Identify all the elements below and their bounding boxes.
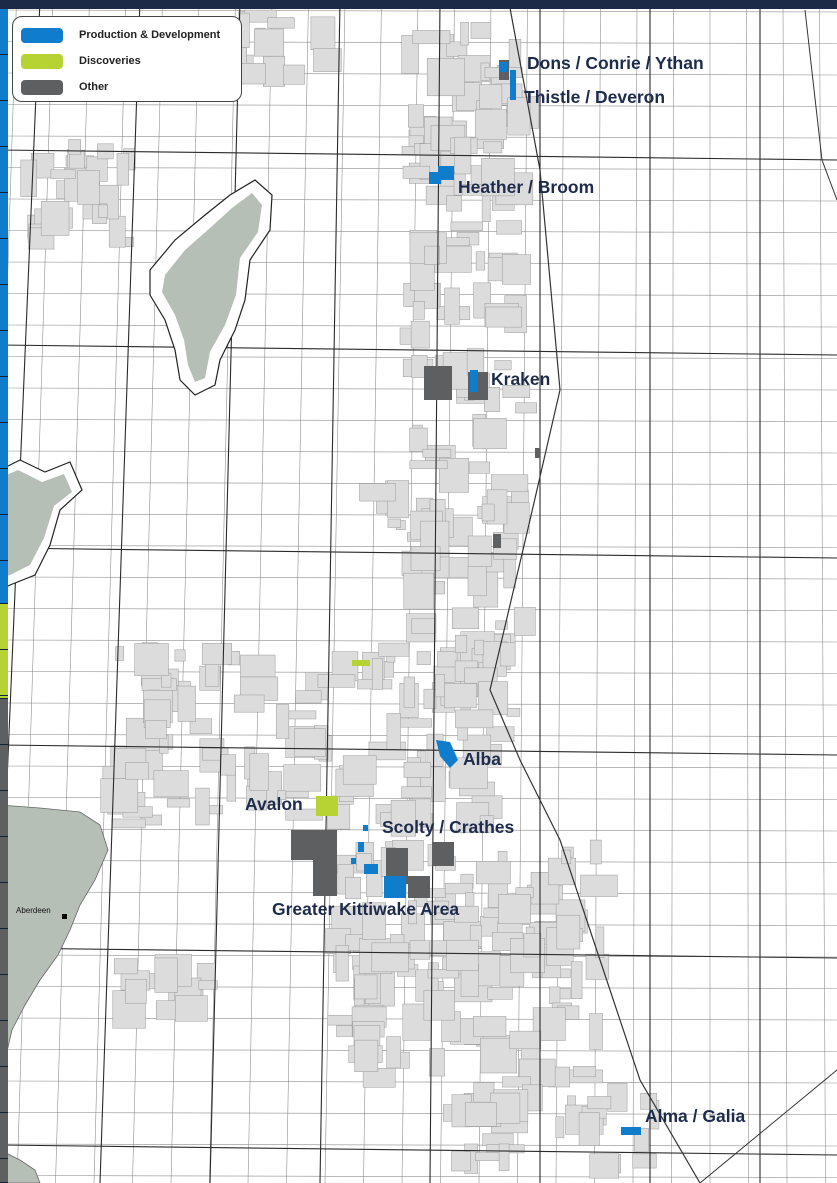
frame-segment	[0, 423, 8, 469]
scotland-mainland	[0, 804, 109, 1081]
east-boundary-line	[804, 9, 837, 201]
frame-segment	[0, 147, 8, 193]
legend-swatch-production	[21, 27, 63, 43]
legend-swatch-discoveries	[21, 53, 63, 69]
frame-segment	[0, 604, 8, 650]
legend-label-production: Production & Development	[79, 29, 221, 41]
frame-segment	[0, 193, 8, 239]
label-alba[interactable]: Alba	[463, 749, 501, 769]
frame-segment	[0, 929, 8, 975]
frame-segment	[0, 331, 8, 377]
scotland-mainland-south	[0, 1149, 41, 1183]
frame-segment	[0, 650, 8, 696]
orkney-islands	[0, 459, 83, 591]
frame-segment	[0, 55, 8, 101]
legend-item-production: Production & Development	[21, 26, 220, 44]
frame-segment	[0, 1159, 8, 1183]
frame-segment	[0, 975, 8, 1021]
frame-segment	[0, 239, 8, 285]
frame-segment	[0, 699, 8, 745]
aberdeen-marker	[62, 914, 67, 919]
production-blocks	[351, 62, 641, 1135]
label-greater-kittiwake-area[interactable]: Greater Kittiwake Area	[272, 899, 460, 919]
frame-segment	[0, 377, 8, 423]
frame-segment	[0, 561, 8, 604]
label-thistle-deveron[interactable]: Thistle / Deveron	[524, 87, 666, 107]
label-dons-conrie-ythan[interactable]: Dons / Conrie / Ythan	[527, 53, 704, 73]
left-frame-bar	[0, 9, 8, 1183]
frame-segment	[0, 883, 8, 929]
legend-item-other: Other	[21, 78, 108, 96]
map-legend: Production & Development Discoveries Oth…	[12, 16, 242, 102]
label-aberdeen: Aberdeen	[16, 906, 51, 915]
label-alma-galia[interactable]: Alma / Galia	[645, 1106, 746, 1126]
label-scolty-crathes[interactable]: Scolty / Crathes	[382, 817, 515, 837]
frame-segment	[0, 837, 8, 883]
discovery-blocks	[316, 660, 370, 816]
frame-segment	[0, 469, 8, 515]
frame-segment	[0, 745, 8, 791]
frame-segment	[0, 101, 8, 147]
frame-segment	[0, 1113, 8, 1159]
frame-segment	[0, 1067, 8, 1113]
frame-segment	[0, 285, 8, 331]
top-frame-bar	[0, 0, 837, 9]
east-boundary-line-2	[699, 1069, 837, 1183]
median-line	[489, 7, 701, 1183]
frame-segment	[0, 1021, 8, 1067]
frame-segment	[0, 696, 8, 699]
legend-item-discoveries: Discoveries	[21, 52, 141, 70]
legend-label-discoveries: Discoveries	[79, 55, 141, 67]
shetland-islands	[149, 179, 273, 396]
frame-segment	[0, 515, 8, 561]
label-kraken[interactable]: Kraken	[491, 369, 551, 389]
label-avalon[interactable]: Avalon	[245, 794, 303, 814]
frame-segment	[0, 791, 8, 837]
legend-label-other: Other	[79, 81, 109, 93]
frame-segment	[0, 9, 8, 55]
legend-swatch-other	[21, 79, 63, 95]
label-heather-broom[interactable]: Heather / Broom	[458, 177, 595, 197]
